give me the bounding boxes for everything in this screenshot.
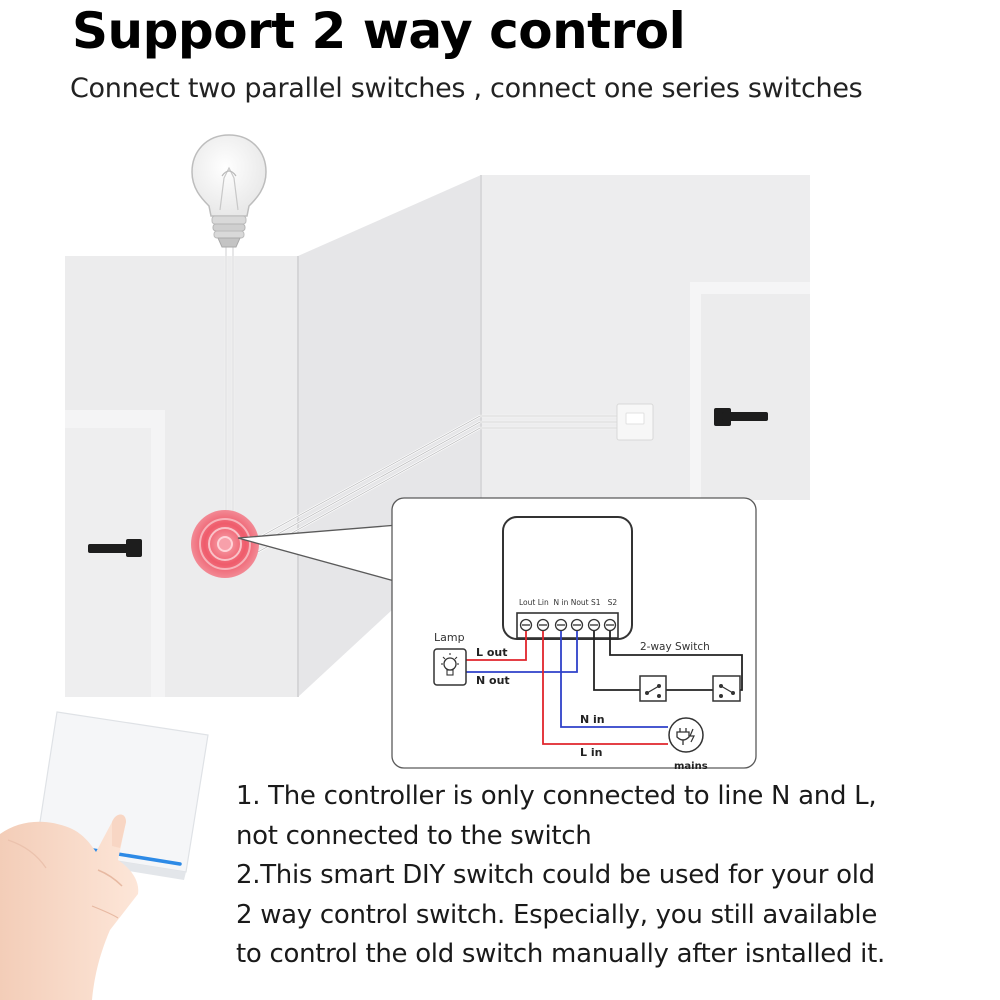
note-line: not connected to the switch — [236, 820, 592, 851]
controller-location-marker — [191, 510, 259, 578]
two-way-switch-label: 2-way Switch — [640, 641, 710, 653]
lamp-icon — [433, 648, 467, 686]
terminal-labels: Lout Lin N in Nout S1 S2 — [519, 598, 617, 607]
mains-label: mains — [674, 761, 708, 772]
light-bulb-icon — [191, 134, 267, 248]
door-handle-left-icon — [88, 539, 142, 557]
installation-notes: 1. The controller is only connected to l… — [236, 777, 885, 975]
note-line: 2.This smart DIY switch could be used fo… — [236, 860, 875, 890]
wire-s2 — [609, 631, 743, 691]
wiring-diagram: Lout Lin N in Nout S1 S2 Lamp — [391, 497, 757, 772]
hand-icon — [0, 814, 139, 1000]
n-out-label: N out — [476, 674, 510, 687]
wire-n-out — [466, 631, 578, 673]
mains-plug-icon — [668, 717, 704, 753]
wall-switch-icon — [616, 403, 654, 441]
scene-wires — [224, 245, 622, 563]
wire-l-in — [542, 631, 668, 745]
diagram-wires — [466, 631, 743, 745]
l-out-label: L out — [476, 646, 508, 659]
two-way-switch-left-icon — [639, 675, 667, 702]
page-subtitle: Connect two parallel switches , connect … — [70, 73, 863, 104]
two-way-switch-right-icon — [712, 675, 741, 702]
wire-n-in — [560, 631, 668, 728]
terminal-block — [516, 612, 619, 639]
terminal-screws — [519, 618, 617, 632]
door-handle-right-icon — [714, 408, 768, 426]
lamp-label: Lamp — [434, 631, 465, 644]
walls — [65, 175, 810, 697]
wire-s1 — [593, 631, 640, 691]
note-line: 2 way control switch. Especially, you st… — [236, 899, 878, 930]
left-door — [65, 428, 151, 697]
smart-switch-module — [502, 516, 633, 640]
right-door — [701, 294, 810, 500]
l-in-label: L in — [580, 746, 602, 759]
page-title: Support 2 way control — [72, 2, 686, 60]
n-in-label: N in — [580, 713, 605, 726]
wire-l-out — [466, 631, 527, 661]
note-line: 1. The controller is only connected to l… — [236, 781, 877, 811]
note-line: to control the old switch manually after… — [236, 939, 885, 969]
